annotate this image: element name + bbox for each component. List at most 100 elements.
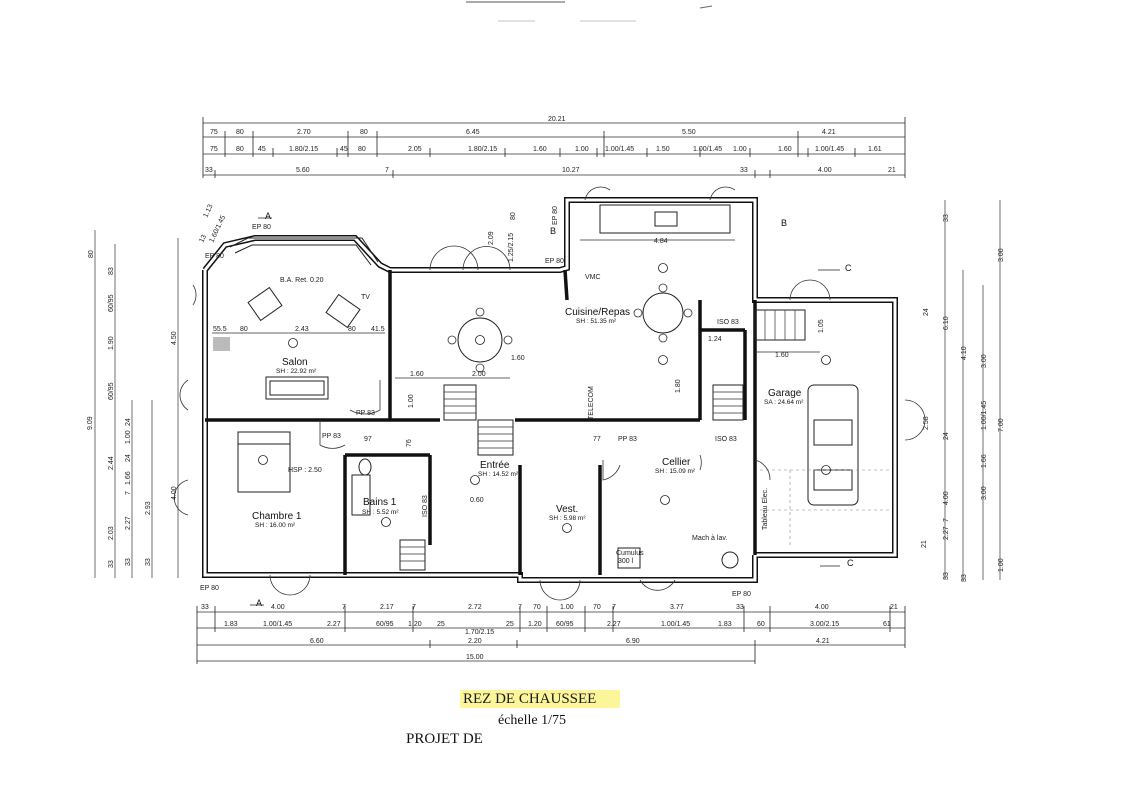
label-tv: TV xyxy=(361,294,370,301)
inner-dim-13: 77 xyxy=(593,436,601,443)
dim-bot-r2-2: 2.27 xyxy=(327,621,341,628)
inner-dim-10: 1.05 xyxy=(818,319,825,333)
left-dimensions: 9.09 83 60/95 1.90 60/95 2.44 2.03 33 80… xyxy=(87,230,179,578)
dim-top-r2-13: 1.00 xyxy=(733,146,747,153)
dim-top-r2-9: 1.00 xyxy=(575,146,589,153)
room-chambre-area: SH : 16.00 m² xyxy=(255,522,296,529)
dim-left-a0: 80 xyxy=(88,250,95,258)
label-ep80-1: EP 80 xyxy=(252,224,271,231)
dim-left-b2: 1.90 xyxy=(108,336,115,350)
dim-bot-r2-12: 1.83 xyxy=(718,621,732,628)
dim-top-r2-10: 1.00/1.45 xyxy=(605,146,634,153)
dim-bot-r3-2: 6.90 xyxy=(626,638,640,645)
room-entree-area: SH : 14.52 m² xyxy=(478,471,519,478)
inner-dim-0: 55.5 xyxy=(213,326,227,333)
label-ep80-2: EP 80 xyxy=(205,253,224,260)
inner-dim-6: 2.00 xyxy=(472,371,486,378)
dim-right-c2: 1.66 xyxy=(981,454,988,468)
dim-bot-r1-14: 21 xyxy=(890,604,898,611)
dim-top-r2-16: 1.61 xyxy=(868,146,882,153)
inner-dim-3: 80 xyxy=(348,326,356,333)
cut-c-bottom: C xyxy=(847,558,854,568)
dim-bot-r2-0: 1.83 xyxy=(224,621,238,628)
dim-top-r2-7: 1.80/2.15 xyxy=(468,146,497,153)
cut-c-top: C xyxy=(845,263,852,273)
dim-left-c0: 24 xyxy=(125,418,132,426)
dim-right-a1: 6.10 xyxy=(943,316,950,330)
exterior-walls xyxy=(202,197,898,583)
label-hsp: HSP : 2.50 xyxy=(288,467,322,474)
room-vest-name: Vest. xyxy=(556,504,578,515)
dim-left-b6: 33 xyxy=(108,560,115,568)
plan-title: REZ DE CHAUSSEE xyxy=(463,691,597,707)
inner-dim-1: 80 xyxy=(240,326,248,333)
cut-a-top: A xyxy=(265,211,271,221)
dim-right-d1: 7.00 xyxy=(998,418,1005,432)
label-pp83-3: PP 83 xyxy=(618,436,637,443)
label-ep80-4: EP 80 xyxy=(545,258,564,265)
dim-bot-r2-4: 1.20 xyxy=(408,621,422,628)
room-chambre-name: Chambre 1 xyxy=(252,511,302,522)
dim-left-c5: 2.27 xyxy=(125,516,132,530)
room-bains-area: SH : 5.52 m² xyxy=(362,509,399,516)
dim-bot-r1-9: 70 xyxy=(593,604,601,611)
dim-right-b2: 24 xyxy=(943,432,950,440)
dim-right-c4: 21 xyxy=(921,540,928,548)
label-mach: Mach à lav. xyxy=(692,535,727,542)
dim-top-r2-14: 1.60 xyxy=(778,146,792,153)
project-label: PROJET DE xyxy=(406,731,483,747)
dim-left-b4: 2.44 xyxy=(108,456,115,470)
dim-right-d0: 3.00 xyxy=(998,248,1005,262)
dim-top-r2-12: 1.00/1.45 xyxy=(693,146,722,153)
dim-bot-r2-10: 2.27 xyxy=(607,621,621,628)
dim-right-c0: 3.00 xyxy=(981,354,988,368)
dim-top-r3-5: 4.00 xyxy=(818,167,832,174)
top-dimensions: 20.21 75 80 2.70 80 6.45 5.50 4.21 75 80… xyxy=(202,116,906,178)
inner-dim-7: 1.60 xyxy=(775,352,789,359)
label-iso83-1: ISO 83 xyxy=(717,319,739,326)
dim-top-r2-3: 1.80/2.15 xyxy=(289,146,318,153)
room-labels: Salon SH : 22.92 m² Chambre 1 SH : 16.00… xyxy=(252,307,804,529)
room-entree-name: Entrée xyxy=(480,460,510,471)
inner-dim-2: 2.43 xyxy=(295,326,309,333)
inner-dim-15: 2.09 xyxy=(488,231,495,245)
dim-left-b0: 83 xyxy=(108,267,115,275)
room-garage-name: Garage xyxy=(768,388,802,399)
interior-walls xyxy=(205,269,757,575)
dim-top-r2-2: 45 xyxy=(258,146,266,153)
dim-right-b5: 2.27 xyxy=(943,526,950,540)
dim-left-c3: 1.66 xyxy=(125,471,132,485)
dim-right-a2: 4.10 xyxy=(961,346,968,360)
dim-top-r1-2: 2.70 xyxy=(297,129,311,136)
room-vest-area: SH : 5.98 m² xyxy=(549,515,586,522)
dim-right-d2: 1.00 xyxy=(998,558,1005,572)
label-cumulus: Cumulus xyxy=(616,550,644,557)
dim-bot-r1-10: 7 xyxy=(612,604,616,611)
dim-top-r2-1: 80 xyxy=(236,146,244,153)
dim-top-r2-5: 80 xyxy=(358,146,366,153)
label-160: 1.60 xyxy=(511,355,525,362)
label-ep80-5: EP 80 xyxy=(732,591,751,598)
dim-left-b3: 60/95 xyxy=(108,382,115,400)
dim-left-a1: 4.50 xyxy=(171,331,178,345)
dim-top-r3-6: 21 xyxy=(888,167,896,174)
label-vmc: VMC xyxy=(585,274,601,281)
inner-dim-9: 1.80 xyxy=(675,379,682,393)
dim-bot-r3-0: 6.60 xyxy=(310,638,324,645)
right-dimensions: 33 6.10 24 2.58 24 4.00 7 2.27 33 4.10 3… xyxy=(921,200,1005,582)
bottom-dimensions: 33 4.00 7 2.17 7 2.72 7 70 1.00 70 7 3.7… xyxy=(196,604,906,664)
dim-top-r3-2: 7 xyxy=(385,167,389,174)
dim-right-c1: 1.00/1.45 xyxy=(981,401,988,430)
inner-dim-12: 76 xyxy=(406,439,413,447)
dim-bot-r2-11: 1.00/1.45 xyxy=(661,621,690,628)
dim-bot-r1-6: 7 xyxy=(518,604,522,611)
dim-bot-r2-1: 1.00/1.45 xyxy=(263,621,292,628)
dim-bot-r1-3: 2.17 xyxy=(380,604,394,611)
dim-bot-r1-8: 1.00 xyxy=(560,604,574,611)
label-ep80-3: EP 80 xyxy=(200,585,219,592)
plan-scale: échelle 1/75 xyxy=(498,713,567,728)
dim-bot-total: 15.00 xyxy=(466,654,484,661)
room-bains-name: Bains 1 xyxy=(363,497,397,508)
inner-dim-4: 41.5 xyxy=(371,326,385,333)
